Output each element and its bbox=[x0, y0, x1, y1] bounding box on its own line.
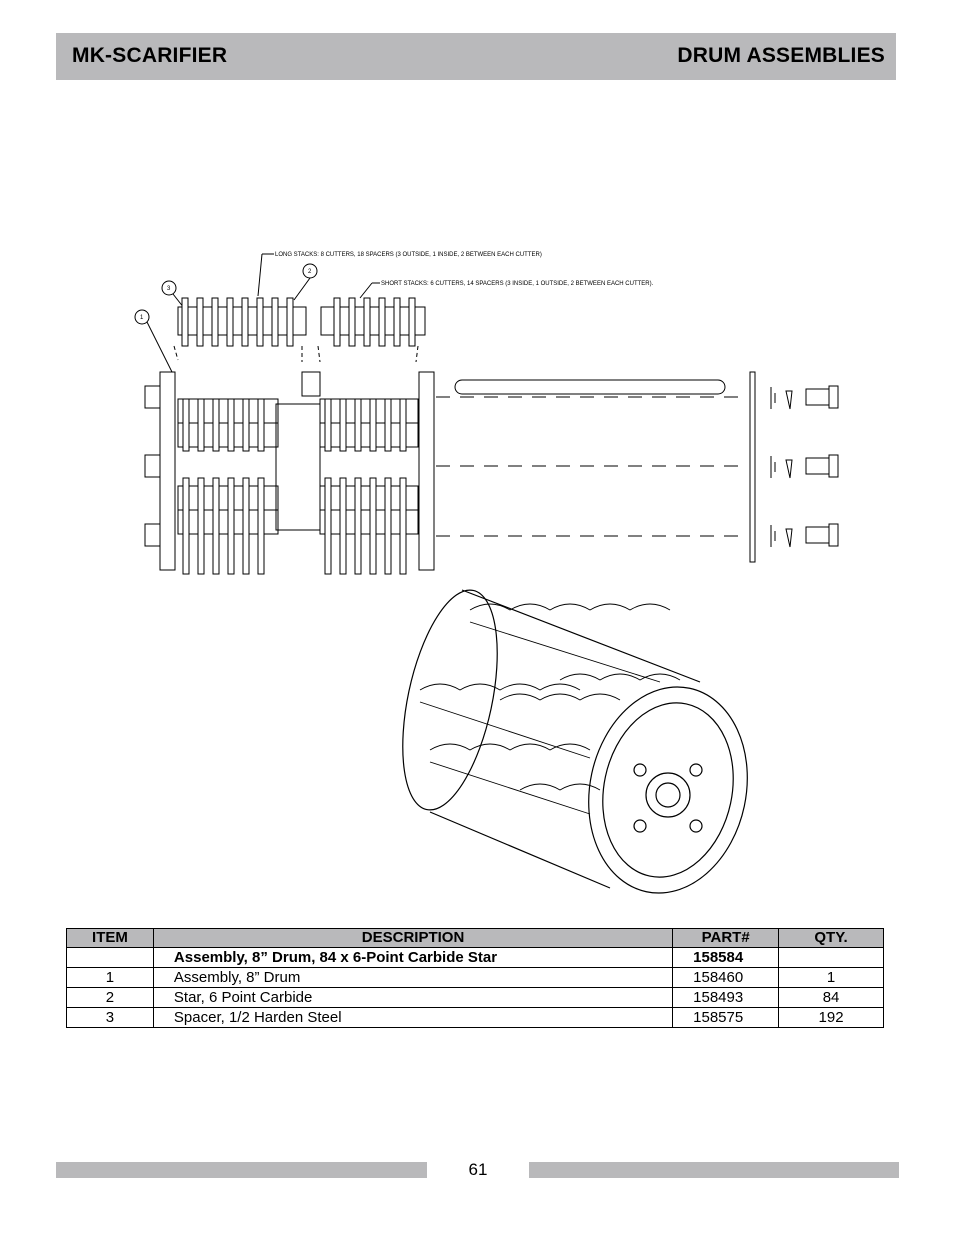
description-cell: Assembly, 8” Drum, 84 x 6-Point Carbide … bbox=[152, 947, 674, 968]
footer-bar-left bbox=[56, 1162, 427, 1178]
table-row: 1 Assembly, 8” Drum 158460 1 bbox=[66, 967, 884, 988]
short-stacks-callout: SHORT STACKS: 6 CUTTERS, 14 SPACERS (3 I… bbox=[381, 281, 654, 287]
description-cell: Star, 6 Point Carbide bbox=[152, 987, 674, 1008]
qty-cell: 192 bbox=[778, 1007, 884, 1028]
col-header-item: ITEM bbox=[66, 928, 154, 948]
footer-bar-right bbox=[529, 1162, 899, 1178]
balloon-3-label: 3 bbox=[167, 286, 171, 292]
table-row: 2 Star, 6 Point Carbide 158493 84 bbox=[66, 987, 884, 1008]
col-header-description: DESCRIPTION bbox=[152, 928, 674, 948]
item-cell: 3 bbox=[66, 1007, 154, 1028]
qty-cell: 1 bbox=[778, 967, 884, 988]
item-cell bbox=[66, 947, 154, 968]
drum-assembly-drawing: LONG STACKS: 8 CUTTERS, 18 SPACERS (3 OU… bbox=[134, 252, 839, 894]
table-row: Assembly, 8” Drum, 84 x 6-Point Carbide … bbox=[66, 947, 884, 968]
qty-cell bbox=[778, 947, 884, 968]
balloon-1-label: 1 bbox=[140, 315, 144, 321]
item-cell: 2 bbox=[66, 987, 154, 1008]
item-cell: 1 bbox=[66, 967, 154, 988]
header-bar: MK-SCARIFIER DRUM ASSEMBLIES bbox=[56, 33, 896, 80]
qty-cell: 84 bbox=[778, 987, 884, 1008]
section-title: DRUM ASSEMBLIES bbox=[677, 44, 885, 67]
description-cell: Spacer, 1/2 Harden Steel bbox=[152, 1007, 674, 1028]
balloon-2-label: 2 bbox=[308, 269, 312, 275]
col-header-part: PART# bbox=[672, 928, 780, 948]
table-row: 3 Spacer, 1/2 Harden Steel 158575 192 bbox=[66, 1007, 884, 1028]
product-title: MK-SCARIFIER bbox=[72, 44, 228, 67]
parts-table: ITEM DESCRIPTION PART# QTY. Assembly, 8”… bbox=[66, 928, 884, 1028]
long-stacks-callout: LONG STACKS: 8 CUTTERS, 18 SPACERS (3 OU… bbox=[275, 252, 542, 258]
page-number: 61 bbox=[468, 1160, 488, 1179]
description-cell: Assembly, 8” Drum bbox=[152, 967, 674, 988]
part-cell: 158584 bbox=[672, 947, 780, 968]
col-header-qty: QTY. bbox=[778, 928, 884, 948]
parts-table-header: ITEM DESCRIPTION PART# QTY. bbox=[66, 928, 884, 948]
balloon-1 bbox=[134, 309, 150, 325]
isometric-drum bbox=[402, 589, 748, 894]
part-cell: 158460 bbox=[672, 967, 780, 988]
balloon-3 bbox=[161, 280, 177, 296]
part-cell: 158575 bbox=[672, 1007, 780, 1028]
part-cell: 158493 bbox=[672, 987, 780, 1008]
